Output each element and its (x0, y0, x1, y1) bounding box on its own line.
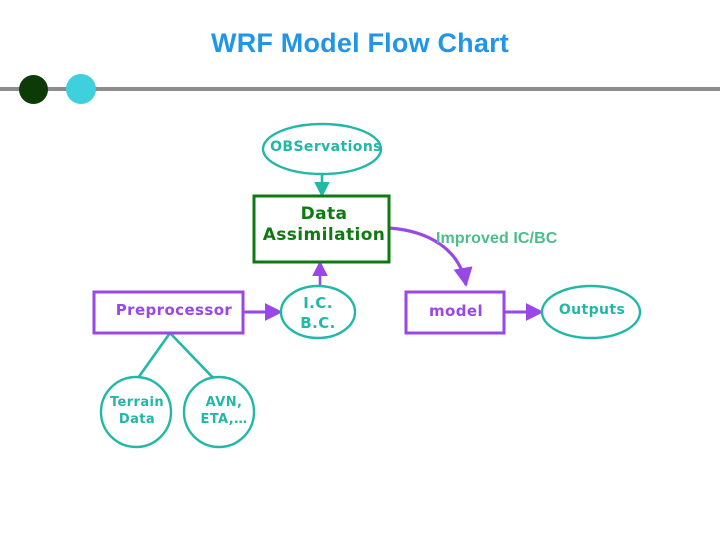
node-outputs[interactable] (540, 284, 642, 340)
node-avn-eta[interactable] (182, 375, 256, 449)
node-ic-bc[interactable] (279, 284, 357, 340)
edge-data-assimilation-to-model (388, 226, 473, 287)
page-title: WRF Model Flow Chart (211, 28, 509, 58)
node-model[interactable] (404, 290, 506, 335)
edge-preprocessor-to-avn-eta (169, 332, 221, 386)
cyan-bullet-icon (66, 74, 96, 104)
node-data-assimilation[interactable] (252, 194, 391, 264)
annotation-improved-icbc: Improved IC/BC (436, 230, 558, 247)
header-divider (0, 87, 720, 91)
node-observations[interactable] (261, 122, 383, 176)
node-terrain-data[interactable] (99, 375, 173, 449)
dark-green-bullet-icon (19, 75, 48, 104)
node-preprocessor[interactable] (92, 290, 245, 335)
